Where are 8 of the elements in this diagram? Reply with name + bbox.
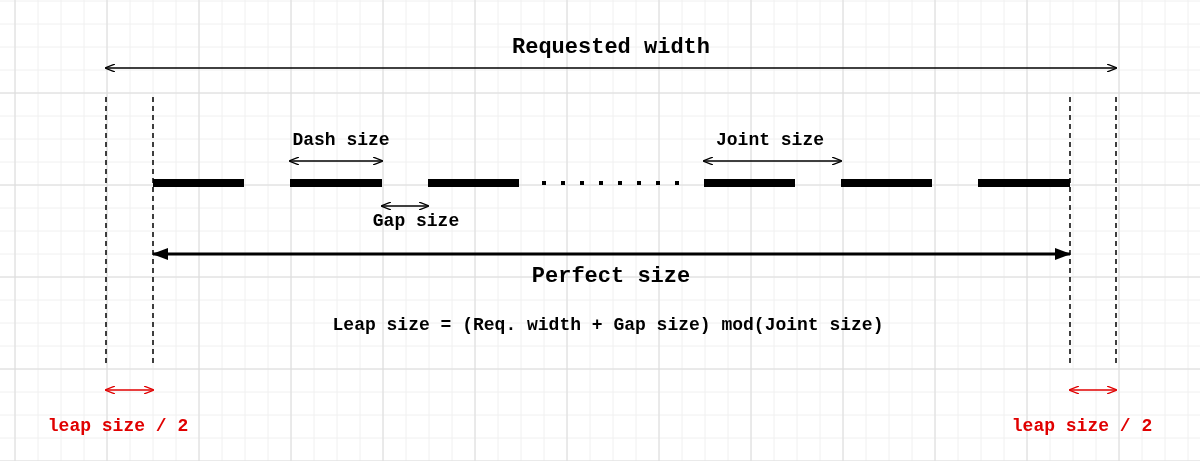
dimension-label: Joint size (716, 131, 824, 151)
dimension-label: leap size / 2 (1011, 417, 1153, 437)
dimension-label: Requested width (512, 35, 710, 61)
dimension-label: leap size / 2 (47, 417, 189, 437)
dimension-label: Perfect size (531, 264, 691, 290)
dimension-label: Dash size (292, 131, 390, 151)
dimension-label: Gap size (372, 212, 460, 232)
formula-text: Leap size = (Req. width + Gap size) mod(Joint size) (332, 316, 884, 336)
